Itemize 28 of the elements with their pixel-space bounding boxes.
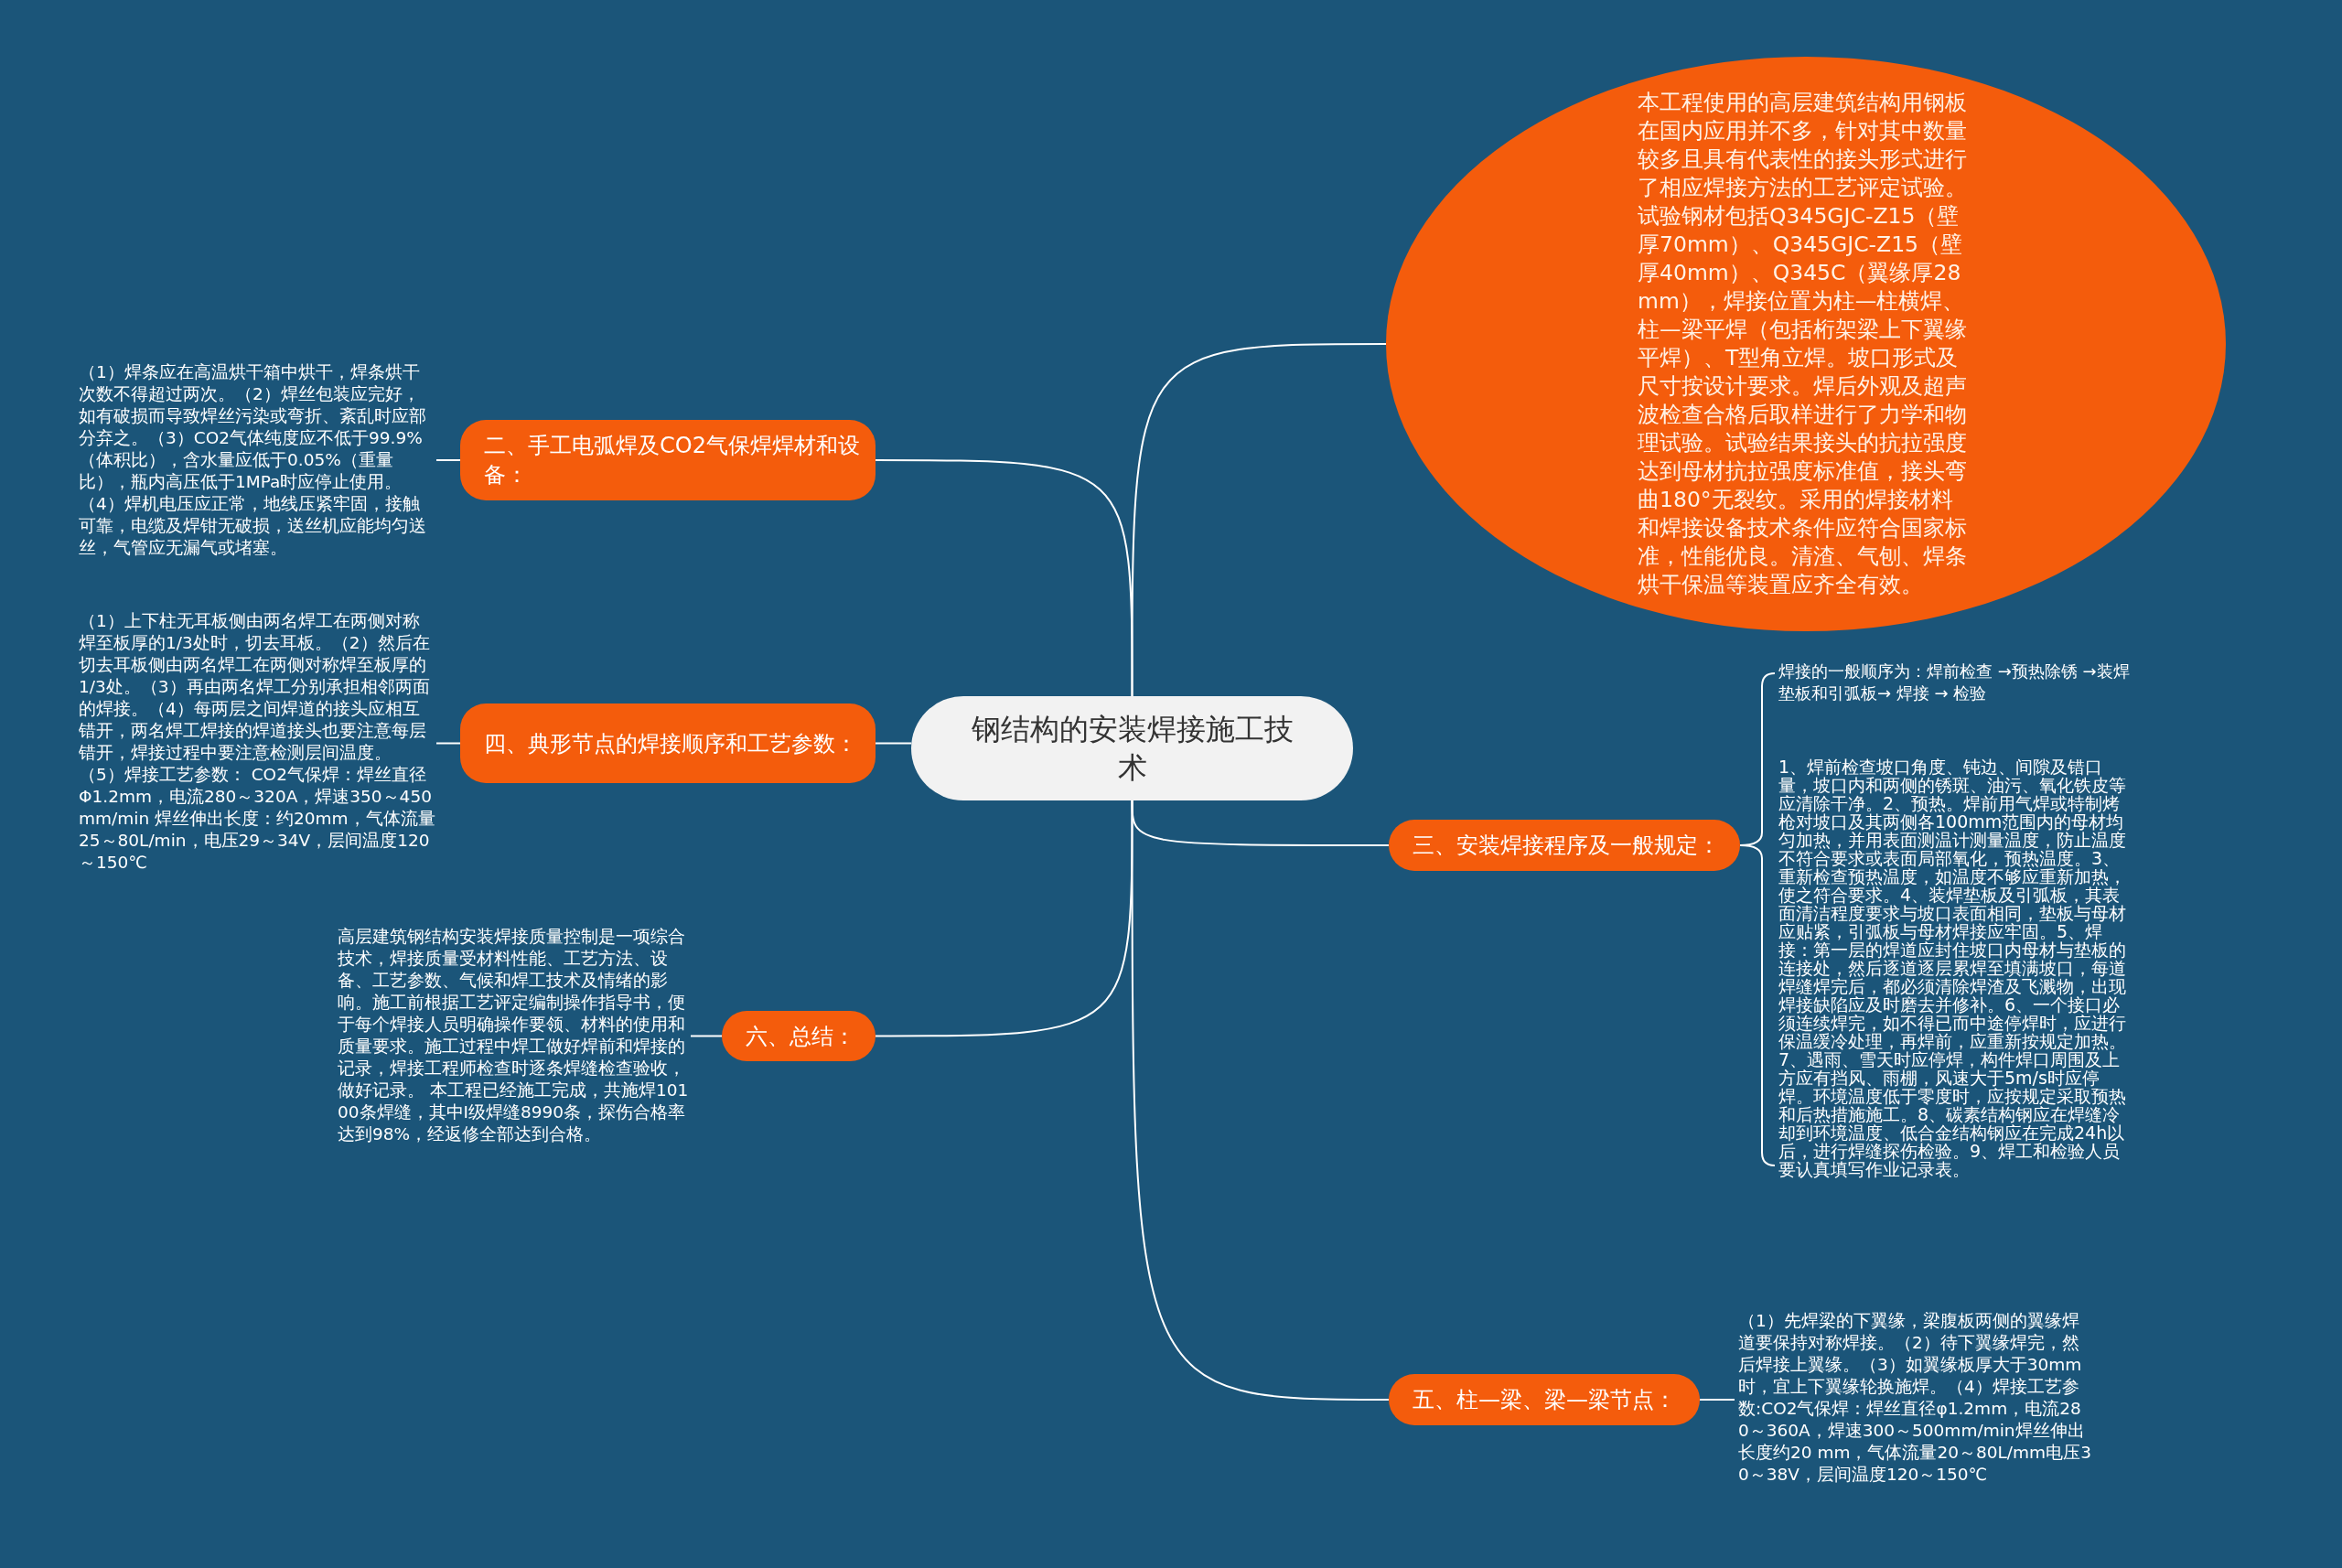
connector-line	[875, 459, 1133, 697]
connector-line	[435, 459, 461, 461]
note-text: 焊接的一般顺序为：焊前检查 →预热除锈 →装焊垫板和引弧板→ 焊接 → 检验	[1778, 660, 2131, 704]
topic-text: 二、手工电弧焊及CO2气保焊焊材和设备：	[484, 432, 861, 489]
topic-text: 本工程使用的高层建筑结构用钢板在国内应用并不多，针对其中数量较多且具有代表性的接头形式进行了相应焊接方法的工艺评定试验。试验钢材包括Q345GJC-Z15（壁厚70mm）、Q345GJC-Z15（壁厚40mm）、Q345C（翼缘厚28mm），焊接位置为柱—柱横焊、柱—梁平焊（包括桁架梁上下翼缘平焊）、T型角立焊。坡口形式及尺寸按设计要求。焊后外观及超声波检查合格后取样进行了力学和物理试验。试验结果接头的抗拉强度达到母材抗拉强度标准值，接头弯曲180°无裂纹。采用的焊接材料和焊接设备技术条件应符合国家标准，性能优良。清渣、气刨、焊条烘干保温等装置应齐全有效。	[1638, 89, 1968, 599]
topic-text: 三、安装焊接程序及一般规定：	[1413, 832, 1720, 860]
topic-pill	[1389, 820, 1740, 871]
topic-pill	[722, 1011, 876, 1061]
note-text: 高层建筑钢结构安装焊接质量控制是一项综合技术，焊接质量受材料性能、工艺方法、设备、工艺参数、气候和焊工技术及情绪的影响。施工前根据工艺评定编制操作指导书，便于每个焊接人员明确操作要领、材料的使用和质量要求。施工过程中焊工做好焊前和焊接的记录，焊接工程师检查时逐条焊缝检查验收，做好记录。 本工程已经施工完成，共施焊10100条焊缝，其中Ⅰ级焊缝8990条，探伤合格率达到98%，经返修全部达到合格。	[337, 926, 690, 1145]
connector-line	[1699, 1399, 1735, 1401]
note-text: （1）上下柱无耳板侧由两名焊工在两侧对称焊至板厚的1/3处时，切去耳板。（2）然后在切去耳板侧由两名焊工在两侧对称焊至板厚的1/3处。（3）再由两名焊工分别承担相邻两面的焊接。（4）每两层之间焊道的接头应相互错开，两名焊工焊接的焊道接头也要注意每层错开，焊接过程中要注意检测层间温度。（5）焊接工艺参数： CO2气保焊：焊丝直径Φ1.2mm，电流280～320A，焊速350～450mm/min 焊丝伸出长度：约20mm，气体流量25～80L/min，电压29～34V，层间温度120～150℃	[78, 610, 436, 874]
note-text: 1、焊前检查坡口角度、钝边、间隙及错口量，坡口内和两侧的锈斑、油污、氧化铁皮等应清除干净。2、预热。焊前用气焊或特制烤枪对坡口及其两侧各100mm范围内的母材均匀加热，并用表面测温计测量温度，防止温度不符合要求或表面局部氧化，预热温度。3、重新检查预热温度，如温度不够应重新加热，使之符合要求。4、装焊垫板及引弧板，其表面清洁程度要求与坡口表面相同，垫板与母材应贴紧，引弧板与母材焊接应牢固。5、焊接：第一层的焊道应封住坡口内母材与垫板的连接处，然后逐道逐层累焊至填满坡口，每道焊缝焊完后，都必须清除焊渣及飞溅物，出现焊接缺陷应及时磨去并修补。6、一个接口必须连续焊完，如不得已而中途停焊时，应进行保温缓冷处理，再焊前，应重新按规定加热。7、遇雨、雪天时应停焊，构件焊口周围及上方应有挡风、雨棚，风速大于5m/s时应停焊。环境温度低于零度时，应按规定采取预热和后热措施施工。8、碳素结构钢应在焊缝冷却到环境温度、低合金结构钢应在完成24h以后，进行焊缝探伤检验。9、焊工和检验人员要认真填写作业记录表。	[1778, 757, 2127, 1178]
central-topic-text: 钢结构的安装焊接施工技术	[970, 711, 1295, 787]
connector-line	[875, 800, 1133, 1037]
connector-line	[1131, 800, 1390, 1401]
topic-pill	[460, 420, 876, 500]
note-text: （1）先焊梁的下翼缘，梁腹板两侧的翼缘焊道要保持对称焊接。（2）待下翼缘焊完，然后焊接上翼缘。（3）如翼缘板厚大于30mm时，宜上下翼缘轮换施焊。（4）焊接工艺参数:CO2气保焊：焊丝直径φ1.2mm，电流280～360A，焊速300～500mm/min焊丝伸出长度约20 mm，气体流量20～80L/mm电压30～38V，层间温度120～150℃	[1737, 1310, 2091, 1486]
topic-text: 五、柱—梁、梁—梁节点：	[1413, 1386, 1676, 1414]
topic-text: 六、总结：	[746, 1022, 855, 1051]
topic-pill	[1389, 1374, 1700, 1425]
note-text: （1）焊条应在高温烘干箱中烘干，焊条烘干次数不得超过两次。（2）焊丝包装应完好，如有破损而导致焊丝污染或弯折、紊乱时应部分弃之。（3）CO2气体纯度应不低于99.9%（体积比），含水量应低于0.05%（重量比），瓶内高压低于1MPa时应停止使用。（4）焊机电压应正常，地线压紧牢固，接触可靠，电缆及焊钳无破损，送丝机应能均匀送丝，气管应无漏气或堵塞。	[78, 361, 427, 559]
connector-line	[435, 742, 461, 745]
topic-text: 四、典形节点的焊接顺序和工艺参数：	[484, 729, 857, 758]
topic-pill	[460, 703, 876, 783]
connector-line	[1131, 343, 1387, 697]
connector-line	[1739, 844, 1776, 1166]
connector-line	[875, 742, 912, 745]
connector-line	[690, 1035, 723, 1037]
